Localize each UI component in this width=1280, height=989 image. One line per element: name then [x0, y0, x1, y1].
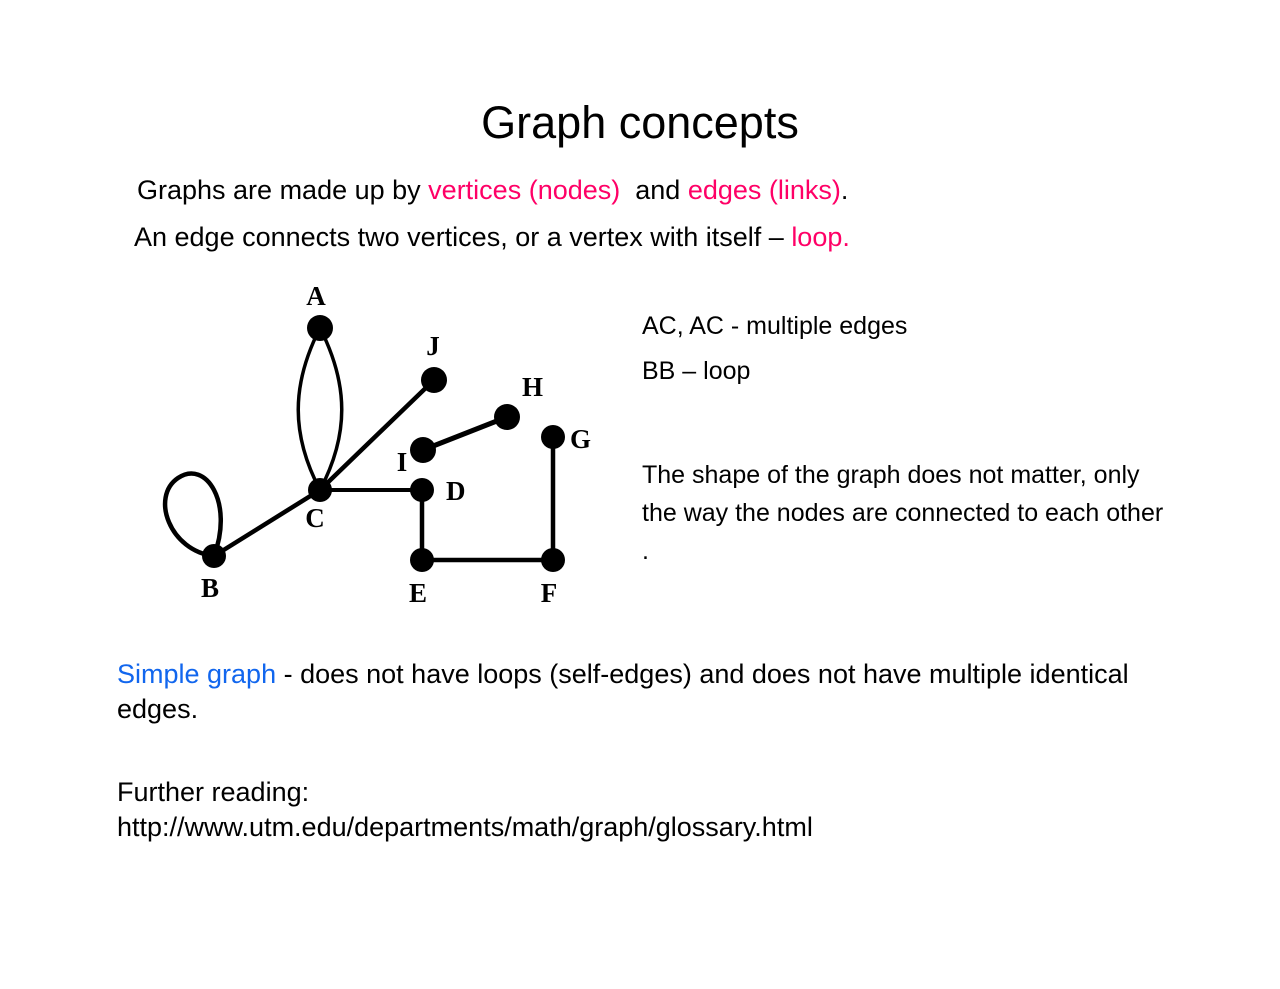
node-label-a: A: [306, 281, 326, 311]
node-label-g: G: [570, 424, 591, 454]
node-label-j: J: [426, 331, 440, 361]
edge-a-c-right: [318, 327, 344, 491]
edge-a-c-left: [296, 327, 322, 491]
node-c[interactable]: [308, 478, 332, 502]
edge-i-h: [422, 414, 508, 453]
node-label-d: D: [446, 476, 466, 506]
further-reading-paragraph: Further reading: http://www.utm.edu/depa…: [117, 775, 1177, 844]
node-b[interactable]: [202, 544, 226, 568]
intro-text-part-3: .: [840, 175, 849, 205]
intro-text-part-2: and: [620, 175, 688, 205]
node-h[interactable]: [494, 404, 520, 430]
node-d[interactable]: [410, 478, 434, 502]
highlight-edges-links: edges (links): [687, 175, 841, 205]
graph-diagram: A B C D E F G H I J: [130, 275, 620, 620]
note-bb-loop: BB – loop: [642, 357, 751, 385]
intro-line-vertices-edges: Graphs are made up by vertices (nodes) a…: [137, 176, 848, 204]
highlight-loop: loop.: [791, 222, 850, 252]
node-label-i: I: [397, 447, 408, 477]
further-reading-url: http://www.utm.edu/departments/math/grap…: [117, 811, 813, 842]
simple-graph-definition: - does not have loops (self-edges) and d…: [117, 659, 1129, 724]
graph-diagram-svg: A B C D E F G H I J: [162, 281, 591, 608]
node-f[interactable]: [541, 548, 565, 572]
highlight-vertices-nodes: vertices (nodes): [428, 175, 621, 205]
node-e[interactable]: [410, 548, 434, 572]
node-j[interactable]: [421, 367, 447, 393]
intro-text-part-4: An edge connects two vertices, or a vert…: [134, 222, 792, 252]
node-label-c: C: [305, 503, 325, 533]
edge-b-c: [212, 488, 322, 558]
intro-line-loop: An edge connects two vertices, or a vert…: [134, 223, 850, 251]
node-label-e: E: [409, 578, 427, 608]
edge-c-j: [318, 378, 436, 492]
node-label-f: F: [541, 578, 558, 608]
note-graph-shape: The shape of the graph does not matter, …: [642, 461, 1164, 565]
term-simple-graph: Simple graph: [117, 659, 277, 689]
further-reading-heading: Further reading:: [117, 777, 310, 807]
note-multiple-edges: AC, AC - multiple edges: [642, 312, 908, 340]
node-label-h: H: [522, 372, 543, 402]
page-title: Graph concepts: [481, 97, 799, 148]
node-i[interactable]: [410, 437, 436, 463]
node-g[interactable]: [541, 425, 565, 449]
node-label-b: B: [201, 573, 219, 603]
node-a[interactable]: [307, 315, 333, 341]
edge-b-b-loop: [162, 471, 223, 559]
intro-text-part-1: Graphs are made up by: [137, 175, 429, 205]
simple-graph-paragraph: Simple graph - does not have loops (self…: [117, 657, 1167, 726]
